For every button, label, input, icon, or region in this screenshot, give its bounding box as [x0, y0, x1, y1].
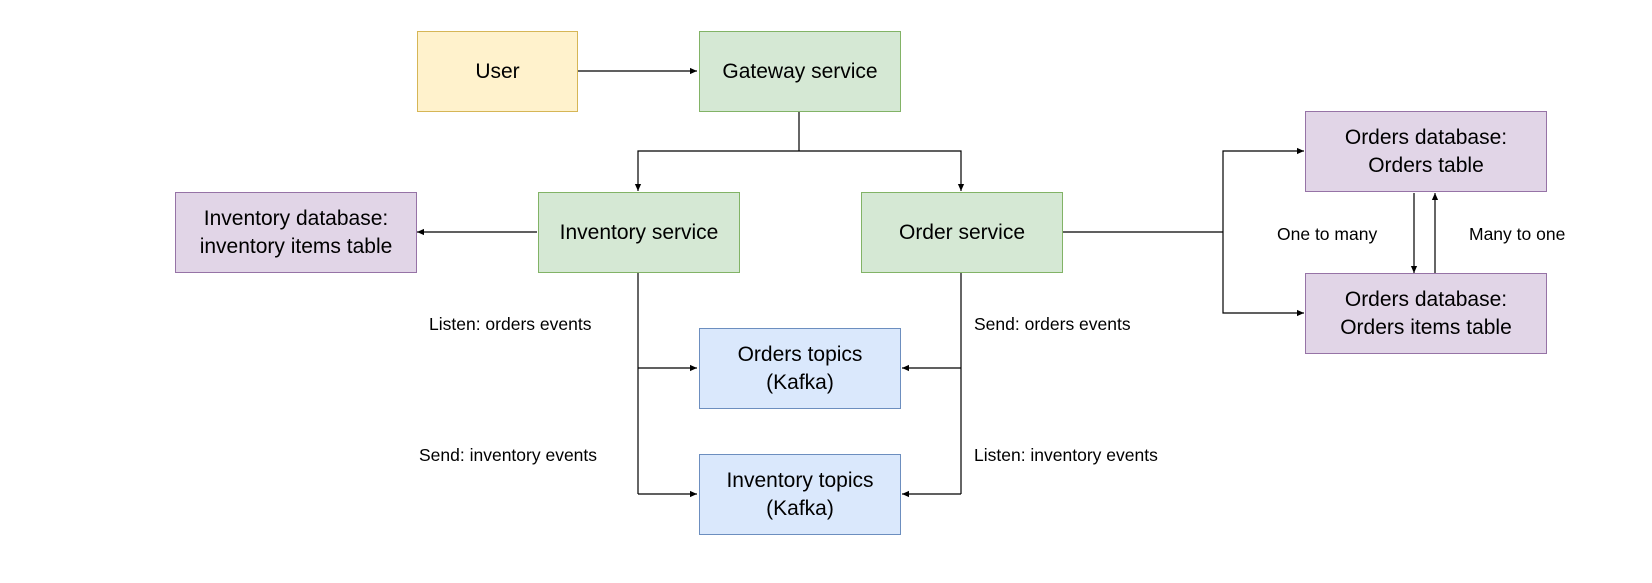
- orders-topics-node: Orders topics (Kafka): [699, 328, 901, 409]
- edge-order-service-to-orders-table: [1222, 147, 1304, 232]
- orders-database-orders-table-node: Orders database: Orders table: [1305, 111, 1547, 192]
- user-node: User: [417, 31, 578, 112]
- orders-database-orders-items-table-node: Orders database: Orders items table: [1305, 273, 1547, 354]
- label-listen-inventory-events: Listen: inventory events: [974, 445, 1158, 465]
- inventory-database-node: Inventory database: inventory items tabl…: [175, 192, 417, 273]
- inventory-topics-node: Inventory topics (Kafka): [699, 454, 901, 535]
- inventory-service-node: Inventory service: [538, 192, 740, 273]
- order-service-node: Order service: [861, 192, 1063, 273]
- edge-gateway-to-order-service: [799, 150, 965, 191]
- edge-gateway-to-inventory-service: [634, 150, 799, 191]
- gateway-service-node: Gateway service: [699, 31, 901, 112]
- label-send-orders-events: Send: orders events: [974, 314, 1131, 334]
- label-send-inventory-events: Send: inventory events: [419, 445, 598, 465]
- label-many-to-one: Many to one: [1469, 224, 1566, 244]
- label-one-to-many: One to many: [1277, 224, 1378, 244]
- label-listen-orders-events: Listen: orders events: [429, 314, 592, 334]
- edge-order-service-to-orders-items-table: [1222, 232, 1304, 317]
